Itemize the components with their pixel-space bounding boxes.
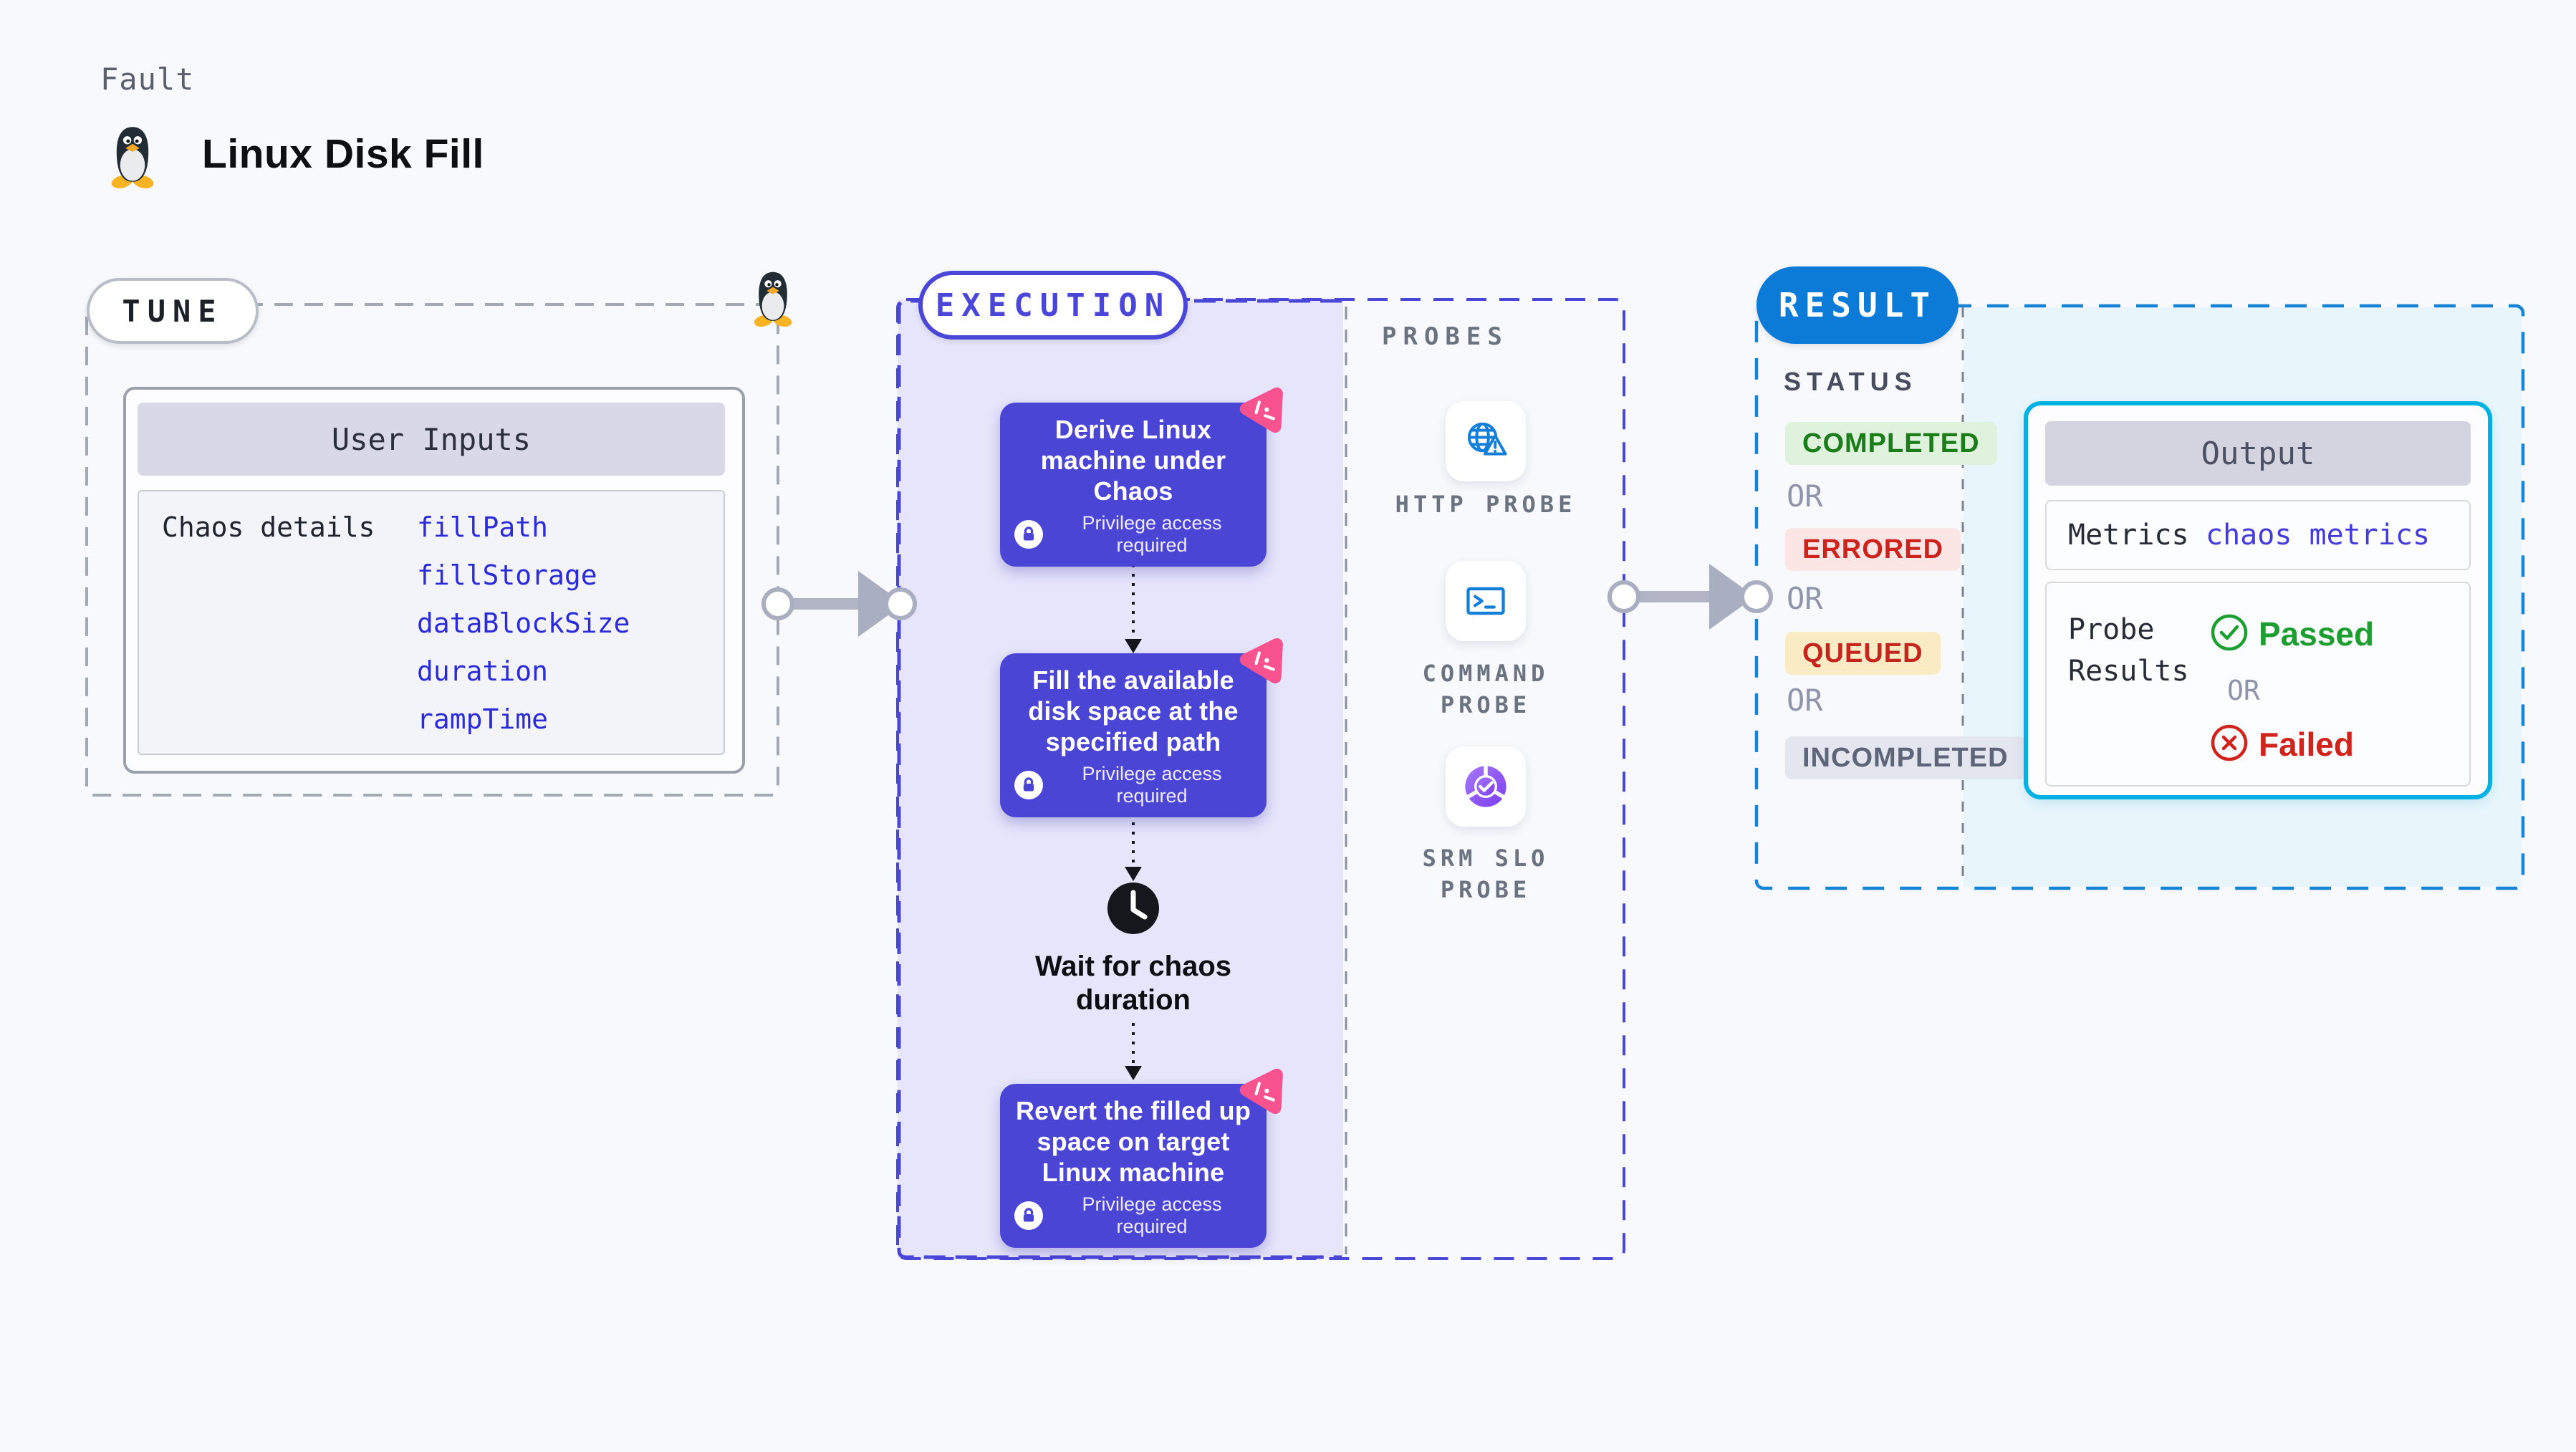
privilege-note: Privilege access required [1082,1193,1222,1237]
input-link-datablocksize[interactable]: dataBlockSize [417,607,630,639]
output-title: Output [2045,421,2471,486]
privilege-note: Privilege access required [1082,763,1222,807]
page-title: Linux Disk Fill [202,131,484,177]
user-inputs-title: User Inputs [138,403,725,476]
lock-icon [1014,771,1043,799]
check-circle-icon [2211,614,2248,651]
status-badge-queued: QUEUED [1785,632,1941,675]
probe-name-http: HTTP PROBE [1395,491,1577,518]
x-circle-icon [2211,724,2248,761]
arrow-execution-to-result [1607,564,1773,630]
chaos-badge-icon [1239,1068,1283,1115]
probe-card-srm-slo[interactable] [1446,746,1526,827]
status-badge-incompleted: INCOMPLETED [1785,736,2026,779]
status-heading: STATUS [1784,367,1918,396]
linux-tux-icon [111,127,154,188]
probe-results-label: Probe Results [2068,613,2189,688]
probe-card-http[interactable] [1446,401,1526,481]
tune-dashed-box [85,303,779,797]
chaos-details-label: Chaos details [162,511,375,543]
slo-pie-icon [1465,765,1506,807]
status-or-label: OR [1787,581,1823,616]
execution-section-label: EXECUTION [918,271,1188,340]
lock-icon [1014,520,1043,549]
probe-results-row: Probe Results Passed OR Failed [2045,582,2471,787]
execution-flow-border [897,299,1342,1259]
user-inputs-body: Chaos details fillPath fillStorage dataB… [138,490,725,755]
step-card-derive[interactable]: Derive Linux machine under Chaos Privile… [1000,387,1283,567]
status-or-label: OR [1787,683,1823,718]
probe-or-label: OR [2227,675,2260,706]
status-or-label: OR [1787,479,1823,514]
status-badge-errored: ERRORED [1785,528,1961,571]
output-card: Output Metrics chaos metrics Probe Resul… [2024,401,2492,799]
result-section-label: RESULT [1756,266,1959,344]
clock-icon [1107,883,1159,934]
chaos-metrics-link[interactable]: chaos metrics [2206,519,2431,552]
step-connector-arrowheads [1125,639,1142,1080]
metrics-label: Metrics [2068,519,2189,552]
globe-alert-icon [1467,422,1507,456]
tune-section-label: TUNE [87,278,259,344]
probes-section-label: PROBES [1382,322,1509,351]
input-link-ramptime[interactable]: rampTime [417,703,549,735]
arrow-tune-to-execution [761,571,917,637]
input-link-duration[interactable]: duration [417,655,549,687]
terminal-icon [1466,587,1505,615]
step-title: Fill the available disk space at the spe… [1028,665,1239,756]
step-card-revert[interactable]: Revert the filled up space on target Lin… [1000,1068,1283,1248]
fault-kicker: Fault [100,62,195,97]
probe-name-command: COMMAND PROBE [1422,660,1549,718]
linux-tux-icon [754,271,792,327]
privilege-note: Privilege access required [1082,512,1222,556]
probe-card-command[interactable] [1446,561,1526,641]
chaos-badge-icon [1239,387,1283,433]
step-card-fill[interactable]: Fill the available disk space at the spe… [1000,638,1283,817]
user-inputs-card: User Inputs Chaos details fillPath fillS… [123,387,745,774]
chaos-badge-icon [1239,638,1283,684]
input-link-fillstorage[interactable]: fillStorage [417,559,597,591]
failed-label: Failed [2259,726,2354,763]
step-title: Derive Linux machine under Chaos [1040,415,1226,506]
passed-label: Passed [2259,615,2375,653]
lock-icon [1014,1201,1043,1230]
step-title: Revert the filled up space on target Lin… [1015,1096,1251,1187]
wait-step-label: Wait for chaos duration [1034,951,1232,1016]
status-badge-completed: COMPLETED [1785,422,1997,465]
metrics-row: Metrics chaos metrics [2045,500,2471,570]
input-link-fillpath[interactable]: fillPath [417,511,549,543]
probe-name-srm-slo: SRM SLO PROBE [1422,845,1549,903]
